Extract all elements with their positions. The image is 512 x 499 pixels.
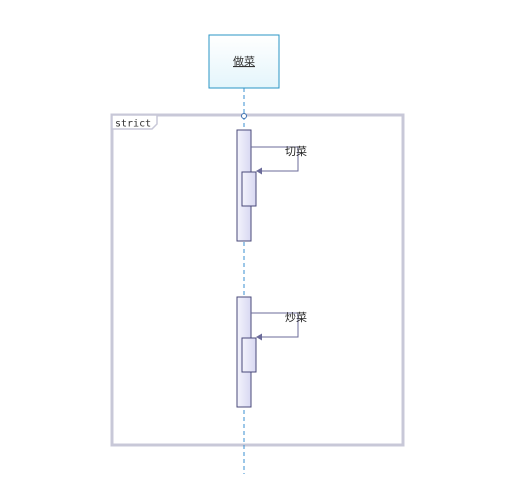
fragment-operator-label: strict xyxy=(115,119,151,130)
self-message-arrowhead xyxy=(256,167,262,175)
nested-activation-bar[interactable] xyxy=(241,337,257,373)
combined-fragment[interactable]: strict xyxy=(110,113,405,447)
lifeline-head[interactable]: 做菜 xyxy=(208,34,280,89)
execution-group-1: 切菜 xyxy=(236,129,307,242)
nested-activation-bar[interactable] xyxy=(241,171,257,207)
self-message-line[interactable] xyxy=(251,146,299,172)
lifeline-name: 做菜 xyxy=(233,54,255,68)
self-message-line[interactable] xyxy=(251,312,299,338)
lifeline-box xyxy=(208,34,280,89)
lifeline-start-marker xyxy=(241,113,247,119)
fragment-operator-tab xyxy=(111,114,158,130)
message-label: 切菜 xyxy=(285,145,307,158)
execution-group-2: 炒菜 xyxy=(236,296,307,408)
message-label: 炒菜 xyxy=(285,311,307,324)
self-message-arrowhead xyxy=(256,333,262,341)
fragment-frame xyxy=(110,113,405,447)
